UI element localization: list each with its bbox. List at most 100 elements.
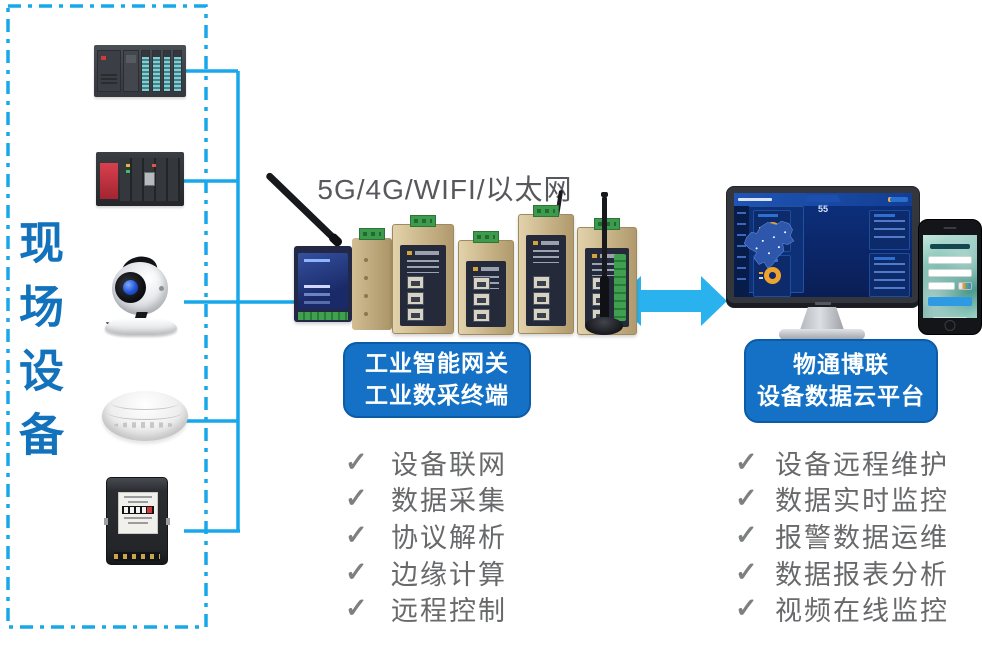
meter-screw — [104, 518, 108, 525]
network-types-label: 5G/4G/WIFI/以太网 — [317, 174, 573, 205]
username-field — [928, 256, 972, 264]
antenna-magnetic-base — [585, 317, 623, 335]
gateway-device-side — [352, 228, 392, 330]
badge-line: 工业智能网关 — [365, 350, 509, 377]
captcha-image — [958, 282, 972, 290]
feature-item: ✓ 报警数据运维 — [735, 517, 949, 554]
phone-login-screen — [923, 235, 977, 318]
captcha-row — [928, 282, 972, 290]
meter-screw — [166, 518, 170, 525]
led-indicators — [533, 250, 559, 263]
device-count-stat: 55 — [817, 204, 828, 214]
feature-label: 数据实时监控 — [775, 486, 949, 517]
ethernet-ports — [533, 273, 550, 321]
gateway-front-panel — [526, 235, 566, 326]
dashboard-screen: 55 — [734, 193, 912, 297]
ethernet-ports — [407, 273, 424, 321]
feature-label: 视频在线监控 — [775, 596, 949, 627]
cloud-feature-list: ✓设备远程维护 ✓数据实时监控 ✓报警数据运维 ✓数据报表分析 ✓视频在线监控 — [735, 444, 949, 627]
badge-line: 物通博联 — [793, 351, 889, 378]
brand-label — [407, 251, 439, 255]
password-field — [928, 269, 972, 277]
check-icon: ✓ — [735, 593, 758, 624]
io-module — [162, 50, 172, 92]
meter-terminal-strip — [114, 552, 160, 561]
camera-iris — [123, 280, 138, 295]
gateway-device-router — [294, 246, 352, 322]
io-module — [151, 50, 161, 92]
plc-device-mitsubishi — [96, 152, 184, 206]
terminal-block — [594, 218, 620, 230]
feature-label: 远程控制 — [391, 596, 507, 627]
footer-text — [933, 317, 967, 318]
smoke-detector — [102, 386, 188, 446]
feature-item: ✓边缘计算 — [345, 554, 507, 591]
badge-line: 工业数采终端 — [365, 382, 509, 408]
camera-base — [105, 318, 177, 335]
dashboard-list-panel — [869, 210, 910, 250]
monitor-stand-base — [779, 329, 865, 340]
ethernet-port — [473, 277, 490, 290]
camera-mic-dot — [159, 286, 164, 291]
feature-item: ✓ 视频在线监控 — [735, 590, 949, 627]
gateway-device-2 — [458, 231, 514, 335]
monitor-stand-neck — [800, 307, 844, 330]
meter-text-line — [128, 522, 148, 524]
feature-label: 设备远程维护 — [775, 449, 949, 480]
china-map-icon — [743, 220, 795, 269]
check-icon: ✓ — [345, 519, 368, 550]
external-antenna-icon — [601, 192, 608, 324]
smoke-detector-ridge — [107, 404, 183, 420]
plc-cpu-module — [123, 50, 139, 92]
feature-item: ✓ 协议解析 — [345, 517, 507, 554]
cloud-platform-title-badge: 物通博联 设备数据云平台 — [744, 339, 938, 423]
terminal-block — [359, 228, 385, 240]
ethernet-port — [533, 276, 550, 289]
meter-text-line — [128, 501, 148, 503]
plc-device-siemens — [94, 45, 186, 97]
feature-label: 数据采集 — [391, 486, 507, 517]
dashboard-sidebar — [734, 206, 749, 297]
plc-module-rack — [120, 158, 180, 201]
meter-face-plate — [118, 492, 158, 534]
device-connector-lines — [184, 69, 298, 533]
gateway-device-1 — [392, 215, 454, 334]
check-icon: ✓ — [345, 556, 368, 587]
ethernet-port — [407, 276, 424, 289]
meter-counter — [122, 506, 154, 514]
ethernet-port — [533, 292, 550, 305]
feature-item: ✓远程控制 — [345, 590, 507, 627]
ethernet-port — [473, 309, 490, 322]
gateway-feature-list: ✓设备联网 ✓数据采集 ✓协议解析 ✓边缘计算 ✓远程控制 — [345, 444, 507, 627]
feature-item: ✓ 设备远程维护 — [735, 444, 949, 481]
smartphone — [918, 219, 982, 335]
monitor: 55 — [726, 186, 920, 308]
terminal-block — [533, 205, 559, 217]
plc-red-module — [100, 163, 118, 199]
field-devices-box-border — [6, 4, 208, 629]
terminal-block — [410, 215, 436, 227]
ethernet-port — [533, 308, 550, 321]
feature-label: 协议解析 — [391, 522, 507, 553]
ethernet-port — [407, 308, 424, 321]
feature-item: ✓设备联网 — [345, 444, 507, 481]
check-icon: ✓ — [735, 446, 758, 477]
led-indicators — [407, 260, 439, 273]
router-terminal-block — [298, 312, 348, 320]
donut-chart-icon — [763, 267, 781, 284]
plc-io-modules — [141, 50, 182, 92]
sync-arrow-icon — [615, 276, 727, 326]
io-module — [141, 50, 150, 92]
check-icon: ✓ — [345, 483, 368, 514]
check-icon: ✓ — [735, 519, 758, 550]
feature-label: 报警数据运维 — [775, 522, 949, 553]
gateway-title-badge: 工业智能网关 工业数采终端 — [343, 342, 531, 418]
ethernet-port — [407, 292, 424, 305]
badge-line: 设备数据云平台 — [757, 383, 925, 409]
terminal-block — [473, 231, 499, 243]
brand-label — [473, 267, 499, 271]
check-icon: ✓ — [735, 483, 758, 514]
check-icon: ✓ — [345, 446, 368, 477]
